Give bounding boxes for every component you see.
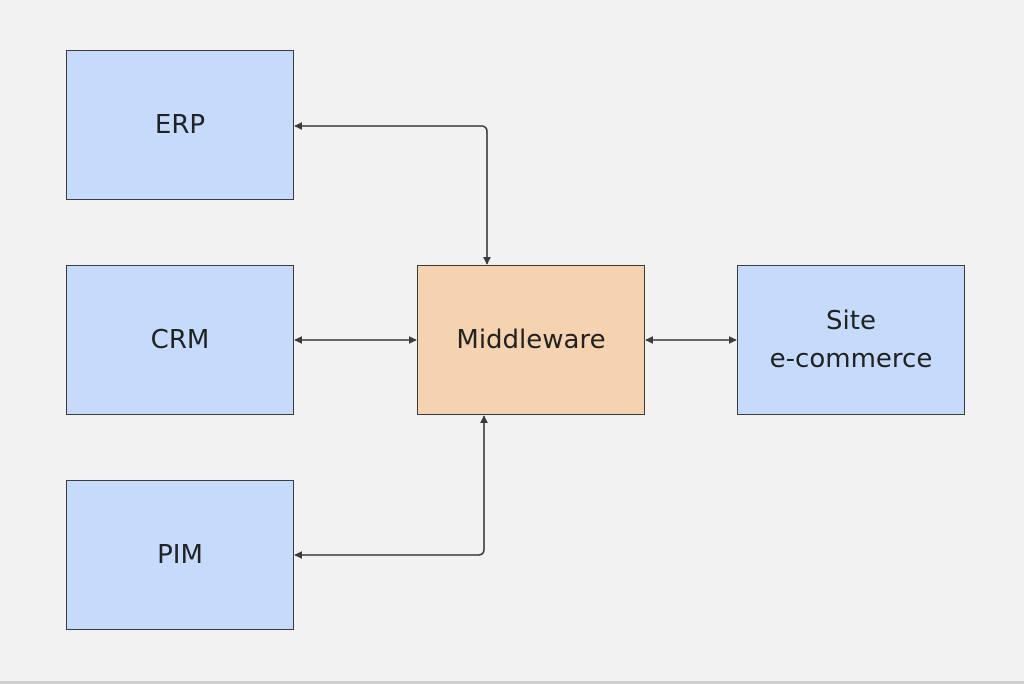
pim-label: PIM [157, 540, 203, 570]
site-ecommerce-node: Site e-commerce [737, 265, 965, 415]
crm-node: CRM [66, 265, 294, 415]
bottom-divider [0, 681, 1024, 684]
crm-label: CRM [150, 325, 210, 355]
connector-erp-middleware [294, 122, 491, 265]
erp-node: ERP [66, 50, 294, 200]
middleware-label: Middleware [456, 325, 606, 355]
erp-label: ERP [154, 110, 206, 140]
pim-node: PIM [66, 480, 294, 630]
middleware-node: Middleware [417, 265, 645, 415]
site-ecommerce-label: Site e-commerce [769, 306, 933, 374]
connector-pim-middleware [294, 415, 488, 559]
